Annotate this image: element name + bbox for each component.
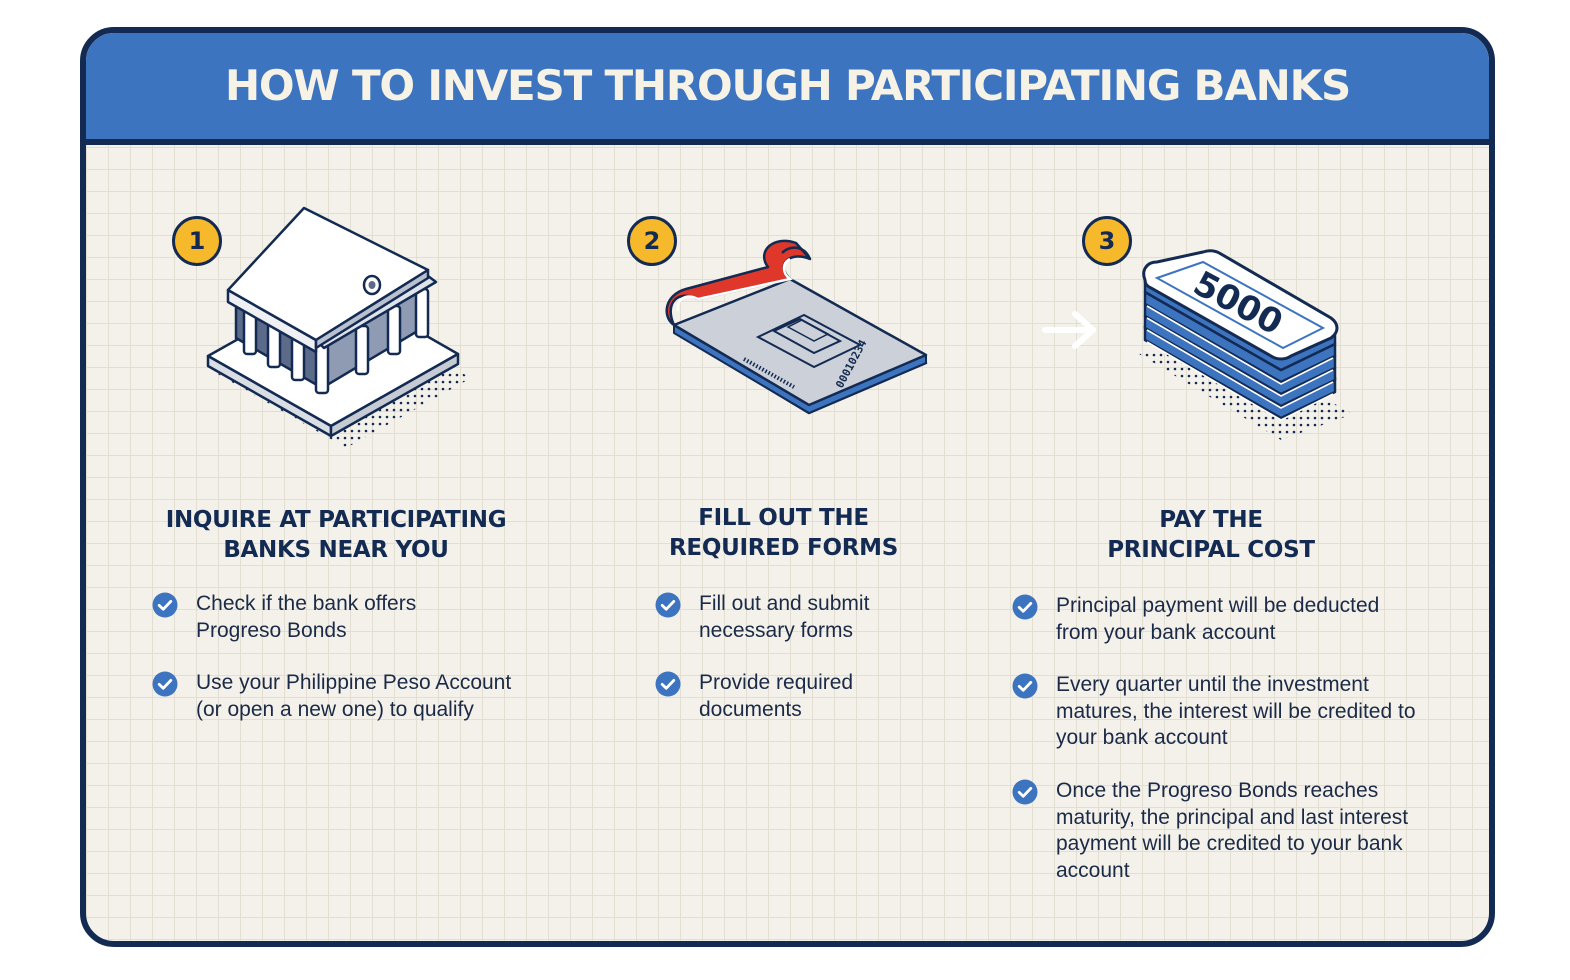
check-icon (1012, 594, 1038, 620)
checklist-item: Check if the bank offers Progreso Bonds (152, 591, 522, 644)
checklist-item-text: Principal payment will be deducted from … (1056, 594, 1380, 644)
check-icon (655, 592, 681, 618)
infographic-frame: HOW TO INVEST THROUGH PARTICIPATING BANK… (80, 27, 1495, 947)
step-heading-line: FILL OUT THE (698, 505, 869, 531)
step-heading-line: BANKS NEAR YOU (223, 537, 449, 563)
checklist-item-text: Fill out and submit necessary forms (699, 592, 870, 642)
step-heading: INQUIRE AT PARTICIPATING BANKS NEAR YOU (146, 505, 526, 565)
check-icon (655, 671, 681, 697)
step-heading: PAY THE PRINCIPAL COST (1031, 505, 1391, 565)
step-heading-line: PAY THE (1159, 507, 1263, 533)
arrow-right-icon (1042, 311, 1096, 349)
step-heading-line: REQUIRED FORMS (669, 535, 898, 561)
checklist-item: Principal payment will be deducted from … (1012, 593, 1442, 646)
step-heading: FILL OUT THE REQUIRED FORMS (601, 503, 966, 563)
checklist-item-text: Once the Progreso Bonds reaches maturity… (1056, 779, 1409, 882)
checklist-item: Fill out and submit necessary forms (655, 591, 975, 644)
page-title: HOW TO INVEST THROUGH PARTICIPATING BANK… (224, 61, 1351, 110)
bank-building-icon (206, 206, 471, 448)
checklist-item: Use your Philippine Peso Account (or ope… (152, 670, 522, 723)
checklist-item-text: Every quarter until the investment matur… (1056, 673, 1416, 749)
checklist-item-text: Check if the bank offers Progreso Bonds (196, 592, 417, 642)
step-heading-line: INQUIRE AT PARTICIPATING (165, 507, 507, 533)
step-number-badge: 3 (1082, 216, 1132, 266)
check-icon (152, 671, 178, 697)
checklist-item: Every quarter until the investment matur… (1012, 672, 1442, 752)
checklist-item: Provide required documents (655, 670, 975, 723)
title-banner: HOW TO INVEST THROUGH PARTICIPATING BANK… (86, 33, 1489, 145)
checklist-item: Once the Progreso Bonds reaches maturity… (1012, 778, 1442, 884)
step-number-badge: 2 (627, 216, 677, 266)
checklist-item-text: Provide required documents (699, 671, 854, 721)
money-stack-icon: 5000 (1139, 249, 1353, 440)
check-icon (152, 592, 178, 618)
checklist-item-text: Use your Philippine Peso Account (or ope… (196, 671, 512, 721)
step-number-badge: 1 (172, 216, 222, 266)
check-icon (1012, 779, 1038, 805)
form-document-icon: 00010234 (665, 239, 928, 415)
check-icon (1012, 673, 1038, 699)
step-heading-line: PRINCIPAL COST (1107, 537, 1315, 563)
